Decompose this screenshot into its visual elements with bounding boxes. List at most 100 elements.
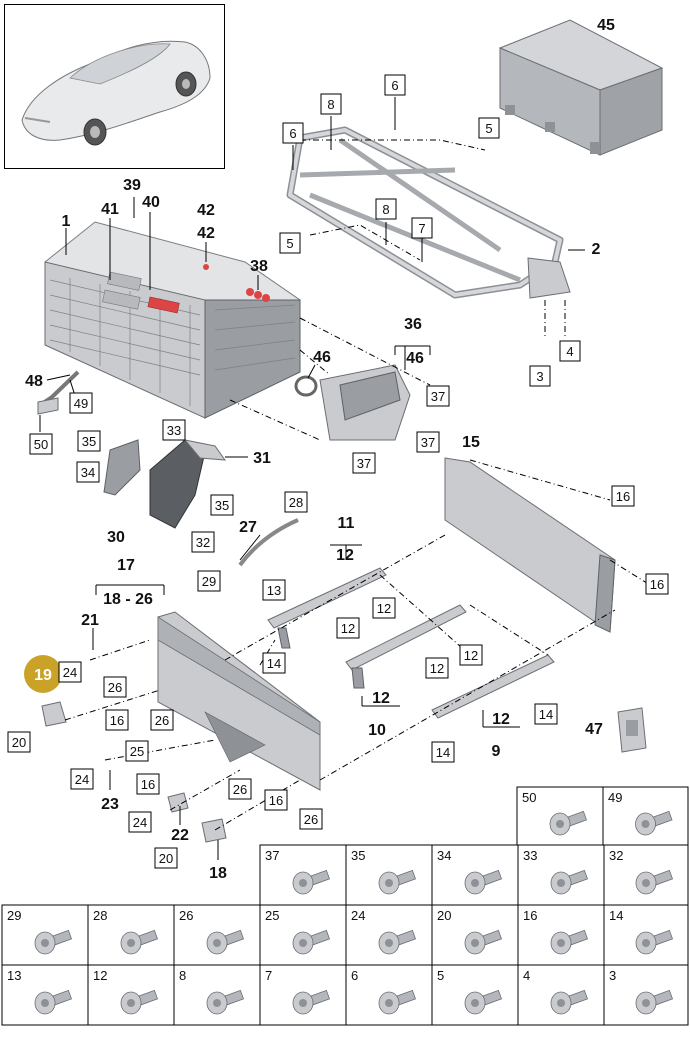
box-callout-13[interactable]: 13 (262, 579, 286, 601)
box-callout-14[interactable]: 14 (431, 741, 455, 763)
callout-46[interactable]: 46 (406, 350, 424, 367)
box-callout-6[interactable]: 6 (384, 74, 406, 96)
callout-47[interactable]: 47 (585, 721, 603, 738)
callout-12[interactable]: 12 (492, 711, 510, 728)
fastener-cell-35[interactable]: 35 (345, 844, 433, 906)
callout-1[interactable]: 1 (62, 213, 71, 230)
fastener-cell-28[interactable]: 28 (87, 904, 175, 966)
fastener-cell-6[interactable]: 6 (345, 964, 433, 1026)
fastener-cell-20[interactable]: 20 (431, 904, 519, 966)
box-callout-34[interactable]: 34 (76, 461, 100, 483)
box-callout-32[interactable]: 32 (191, 531, 215, 553)
box-callout-16[interactable]: 16 (105, 709, 129, 731)
box-callout-49[interactable]: 49 (69, 392, 93, 414)
box-callout-37[interactable]: 37 (426, 385, 450, 407)
fastener-cell-26[interactable]: 26 (173, 904, 261, 966)
fastener-cell-34[interactable]: 34 (431, 844, 519, 906)
fastener-cell-33[interactable]: 33 (517, 844, 605, 906)
callout-18-26[interactable]: 18 - 26 (103, 591, 153, 608)
small-bracket-18[interactable] (201, 818, 227, 843)
callout-11[interactable]: 11 (338, 515, 355, 532)
bracket-assembly[interactable] (103, 439, 227, 529)
box-callout-14[interactable]: 14 (534, 703, 558, 725)
callout-17[interactable]: 17 (117, 557, 135, 574)
box-callout-24[interactable]: 24 (70, 768, 94, 790)
box-callout-12[interactable]: 12 (336, 617, 360, 639)
box-callout-35[interactable]: 35 (210, 494, 234, 516)
fastener-cell-25[interactable]: 25 (259, 904, 347, 966)
box-callout-37[interactable]: 37 (416, 431, 440, 453)
fastener-cell-37[interactable]: 37 (259, 844, 347, 906)
battery-cover[interactable] (498, 19, 664, 156)
box-callout-35[interactable]: 35 (77, 430, 101, 452)
box-callout-16[interactable]: 16 (645, 573, 669, 595)
cross-rails[interactable] (267, 567, 555, 719)
fastener-cell-4[interactable]: 4 (517, 964, 605, 1026)
fastener-cell-24[interactable]: 24 (345, 904, 433, 966)
callout-46[interactable]: 46 (313, 349, 331, 366)
box-callout-24[interactable]: 24 (58, 661, 82, 683)
box-callout-20[interactable]: 20 (7, 731, 31, 753)
box-callout-16[interactable]: 16 (136, 773, 160, 795)
box-callout-24[interactable]: 24 (128, 811, 152, 833)
box-callout-5[interactable]: 5 (279, 232, 301, 254)
box-callout-4[interactable]: 4 (559, 340, 581, 362)
box-callout-50[interactable]: 50 (29, 433, 53, 455)
callout-9[interactable]: 9 (492, 743, 501, 760)
callout-48[interactable]: 48 (25, 373, 43, 390)
fastener-cell-32[interactable]: 32 (603, 844, 689, 906)
box-callout-26[interactable]: 26 (150, 709, 174, 731)
callout-40[interactable]: 40 (142, 194, 160, 211)
box-callout-25[interactable]: 25 (125, 740, 149, 762)
box-callout-8[interactable]: 8 (320, 93, 342, 115)
small-bracket-20a[interactable] (41, 701, 67, 727)
callout-39[interactable]: 39 (123, 177, 141, 194)
callout-42[interactable]: 42 (197, 225, 215, 242)
control-module[interactable] (294, 364, 411, 441)
bracket-48[interactable] (37, 370, 80, 415)
fastener-cell-49[interactable]: 49 (602, 786, 689, 846)
fastener-cell-16[interactable]: 16 (517, 904, 605, 966)
callout-12[interactable]: 12 (372, 690, 390, 707)
callout-42[interactable]: 42 (197, 202, 215, 219)
box-callout-3[interactable]: 3 (529, 365, 551, 387)
fastener-cell-50[interactable]: 50 (516, 786, 604, 846)
callout-31[interactable]: 31 (253, 450, 271, 467)
callout-30[interactable]: 30 (107, 529, 125, 546)
callout-10[interactable]: 10 (368, 722, 386, 739)
box-callout-29[interactable]: 29 (197, 570, 221, 592)
box-callout-20[interactable]: 20 (154, 847, 178, 869)
callout-41[interactable]: 41 (101, 201, 119, 218)
box-callout-8[interactable]: 8 (375, 198, 397, 220)
box-callout-5[interactable]: 5 (478, 117, 500, 139)
box-callout-33[interactable]: 33 (162, 419, 186, 441)
box-callout-37[interactable]: 37 (352, 452, 376, 474)
box-callout-16[interactable]: 16 (264, 789, 288, 811)
fastener-cell-8[interactable]: 8 (173, 964, 261, 1026)
callout-21[interactable]: 21 (81, 612, 99, 629)
fastener-cell-5[interactable]: 5 (431, 964, 519, 1026)
front-cover[interactable] (157, 611, 321, 791)
cable-27[interactable] (238, 518, 299, 567)
callout-18[interactable]: 18 (209, 865, 227, 882)
box-callout-26[interactable]: 26 (103, 676, 127, 698)
fastener-cell-29[interactable]: 29 (1, 904, 89, 966)
callout-15[interactable]: 15 (462, 434, 480, 451)
small-bracket-22[interactable] (167, 792, 189, 813)
connector-47[interactable] (617, 707, 647, 753)
highlight-badge-19[interactable]: 19 (24, 655, 62, 693)
callout-12[interactable]: 12 (336, 547, 354, 564)
callout-36[interactable]: 36 (404, 316, 422, 333)
box-callout-12[interactable]: 12 (372, 597, 396, 619)
fastener-cell-7[interactable]: 7 (259, 964, 347, 1026)
battery-frame[interactable] (286, 126, 571, 299)
box-callout-28[interactable]: 28 (284, 491, 308, 513)
callout-38[interactable]: 38 (250, 258, 268, 275)
box-callout-7[interactable]: 7 (411, 217, 433, 239)
callout-22[interactable]: 22 (171, 827, 189, 844)
fastener-cell-14[interactable]: 14 (603, 904, 689, 966)
callout-27[interactable]: 27 (239, 519, 257, 536)
box-callout-26[interactable]: 26 (299, 808, 323, 830)
vehicle-thumbnail[interactable] (4, 4, 225, 169)
callout-45[interactable]: 45 (597, 17, 615, 34)
